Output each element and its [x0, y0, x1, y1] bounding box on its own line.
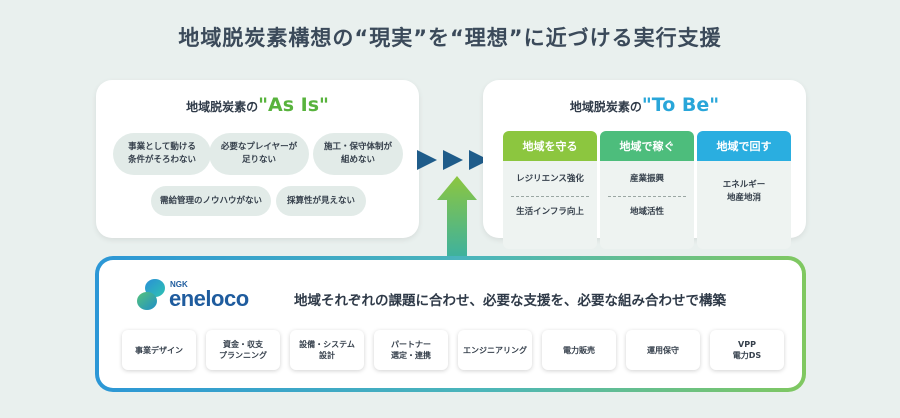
to-be-title-prefix: 地域脱炭素の [569, 100, 642, 114]
as-is-title: 地域脱炭素の"As Is" [96, 94, 419, 116]
goal-item: レジリエンス強化 [516, 174, 584, 184]
issue-cloud: 需給管理のノウハウがない [151, 186, 271, 216]
issue-cloud: 採算性が見えない [276, 186, 366, 216]
goal-header: 地域で回す [697, 131, 791, 161]
eneloco-logo: NGK eneloco [136, 278, 276, 312]
service-box: 資金・収支 プランニング [206, 330, 280, 370]
to-be-card: 地域脱炭素の"To Be" 地域を守る レジリエンス強化 生活インフラ向上 地域… [483, 80, 806, 249]
as-is-title-accent: "As Is" [258, 94, 329, 116]
issue-cloud: 事業として動ける 条件がそろわない [113, 133, 211, 175]
logo-brand: eneloco [169, 286, 249, 311]
goal-item: 生活インフラ向上 [516, 207, 584, 217]
to-be-title: 地域脱炭素の"To Be" [483, 94, 806, 116]
goal-column-circulate: 地域で回す エネルギー 地産地消 [697, 131, 791, 249]
support-panel: NGK eneloco 地域それぞれの課題に合わせ、必要な支援を、必要な組み合わ… [95, 256, 806, 392]
logo-company: NGK [170, 280, 188, 289]
service-box: VPP 電力DS [710, 330, 784, 370]
service-box: 運用保守 [626, 330, 700, 370]
up-arrow-icon [437, 176, 477, 262]
as-is-title-prefix: 地域脱炭素の [186, 100, 259, 114]
service-box: 事業デザイン [122, 330, 196, 370]
issue-cloud: 必要なプレイヤーが 足りない [209, 133, 309, 175]
goal-header: 地域で稼ぐ [600, 131, 694, 161]
goal-body: レジリエンス強化 生活インフラ向上 [503, 161, 597, 249]
goal-divider [511, 196, 589, 197]
service-box: エンジニアリング [458, 330, 532, 370]
goal-column-earn: 地域で稼ぐ 産業振興 地域活性 [600, 131, 694, 249]
service-box: 設備・システム 設計 [290, 330, 364, 370]
service-box: 電力販売 [542, 330, 616, 370]
to-be-title-accent: "To Be" [641, 94, 720, 116]
goal-body: エネルギー 地産地消 [697, 161, 791, 249]
right-arrows-icon [417, 150, 489, 170]
page-title: 地域脱炭素構想の“現実”を“理想”に近づける実行支援 [178, 26, 722, 50]
issue-cloud: 施工・保守体制が 組めない [313, 133, 403, 175]
goal-item: 産業振興 [629, 174, 664, 184]
goal-item: エネルギー 地産地消 [722, 180, 766, 203]
service-box: パートナー 選定・連携 [374, 330, 448, 370]
goal-header: 地域を守る [503, 131, 597, 161]
goal-item: 地域活性 [629, 207, 664, 217]
goal-divider [608, 196, 686, 197]
goal-body: 産業振興 地域活性 [600, 161, 694, 249]
support-heading: 地域それぞれの課題に合わせ、必要な支援を、必要な組み合わせで構築 [294, 293, 726, 309]
eneloco-logo-mark-icon [137, 279, 165, 310]
goal-column-protect: 地域を守る レジリエンス強化 生活インフラ向上 [503, 131, 597, 249]
as-is-card: 地域脱炭素の"As Is" 事業として動ける 条件がそろわない 必要なプレイヤー… [96, 80, 419, 238]
